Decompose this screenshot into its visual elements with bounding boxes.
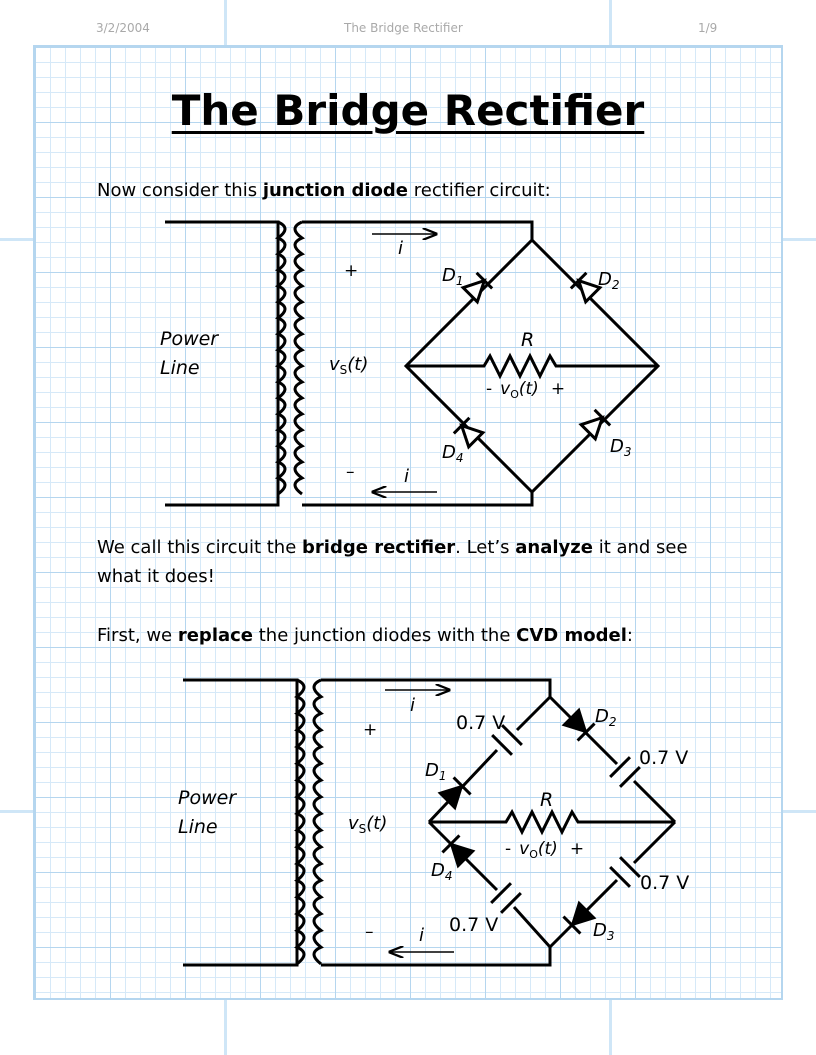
- diode-d3: [578, 408, 612, 442]
- power-label: Power: [160, 328, 219, 350]
- current-label-top: i: [398, 238, 403, 259]
- header-page: 1/9: [698, 21, 718, 35]
- paragraph-intro: Now consider this junction diode rectifi…: [97, 176, 737, 205]
- line-label: Line: [178, 816, 218, 838]
- vo-label: -vO(t)+: [486, 379, 565, 401]
- diode-d1: [437, 776, 472, 811]
- d3-label: D3: [610, 436, 632, 459]
- current-label-bottom: i: [404, 466, 409, 487]
- paragraph-text: the junction diodes with the: [253, 625, 517, 646]
- vs-label: vS(t): [348, 813, 387, 836]
- primary-coil: [274, 220, 287, 496]
- line-label: Line: [160, 357, 200, 379]
- page-header: 3/2/2004 The Bridge Rectifier 1/9: [0, 18, 816, 40]
- paragraph-text: rectifier circuit:: [408, 180, 551, 201]
- battery-upper-left: [491, 724, 523, 756]
- resistor-wire: [429, 808, 675, 836]
- paragraph-bold: analyze: [515, 537, 593, 558]
- plus-label: +: [344, 261, 358, 281]
- vs-label: vS(t): [329, 354, 368, 377]
- paragraph-cvd: First, we replace the junction diodes wi…: [97, 621, 737, 650]
- minus-label: –: [346, 462, 355, 482]
- resistor-wire: [406, 352, 658, 380]
- paragraph-text: First, we: [97, 625, 178, 646]
- voltage-drop-label: 0.7 V: [639, 747, 688, 769]
- secondary-top-wire: [302, 220, 534, 240]
- diode-d1: [460, 271, 494, 305]
- secondary-bottom-wire: [302, 492, 534, 507]
- battery-lower-right: [609, 856, 641, 888]
- diode-d4: [441, 834, 476, 869]
- diode-d2: [561, 707, 596, 742]
- d3-label: D3: [593, 920, 615, 943]
- battery-lower-left: [490, 882, 522, 914]
- secondary-top-wire: [321, 678, 552, 697]
- diode-d4: [452, 416, 486, 450]
- secondary-bottom-wire: [321, 947, 552, 967]
- primary-coil: [294, 678, 306, 966]
- paragraph-text: Now consider this: [97, 180, 263, 201]
- page-title: The Bridge Rectifier: [0, 86, 816, 135]
- paragraph-bridge: We call this circuit the bridge rectifie…: [97, 533, 737, 591]
- header-title: The Bridge Rectifier: [344, 21, 463, 35]
- header-date: 3/2/2004: [96, 21, 150, 35]
- paragraph-bold: bridge rectifier: [302, 537, 456, 558]
- d4-label: D4: [431, 860, 453, 883]
- voltage-drop-label: 0.7 V: [456, 712, 505, 734]
- voltage-drop-label: 0.7 V: [449, 914, 498, 936]
- paragraph-text: We call this circuit the: [97, 537, 303, 558]
- current-label-top: i: [410, 695, 415, 716]
- circuit-1: [165, 220, 661, 507]
- d4-label: D4: [442, 442, 464, 465]
- battery-upper-right: [609, 756, 641, 788]
- resistor-label: R: [521, 329, 534, 351]
- d1-label: D1: [442, 265, 464, 288]
- paragraph-text: :: [626, 625, 633, 646]
- minus-label: –: [365, 922, 374, 942]
- bridge-diamond: [403, 237, 661, 495]
- paragraph-bold: CVD model: [516, 625, 627, 646]
- paragraph-text: it and see what it does!: [97, 537, 688, 587]
- d1-label: D1: [425, 760, 447, 783]
- diode-d3: [562, 900, 597, 935]
- secondary-coil: [312, 678, 324, 966]
- resistor-label: R: [540, 789, 553, 811]
- secondary-coil: [293, 220, 306, 496]
- vo-label: -vO(t)+: [505, 839, 584, 861]
- page-title-text: The Bridge Rectifier: [171, 86, 645, 135]
- current-label-bottom: i: [419, 925, 424, 946]
- voltage-drop-label: 0.7 V: [640, 872, 689, 894]
- diode-d2: [569, 271, 603, 305]
- d2-label: D2: [595, 706, 617, 729]
- power-label: Power: [178, 787, 237, 809]
- primary-wire: [183, 678, 299, 967]
- paragraph-bold: replace: [177, 625, 254, 646]
- paragraph-bold: junction diode: [262, 180, 409, 201]
- d2-label: D2: [598, 269, 620, 292]
- primary-wire: [165, 220, 280, 507]
- paragraph-text: . Let’s: [455, 537, 516, 558]
- plus-label: +: [363, 720, 377, 740]
